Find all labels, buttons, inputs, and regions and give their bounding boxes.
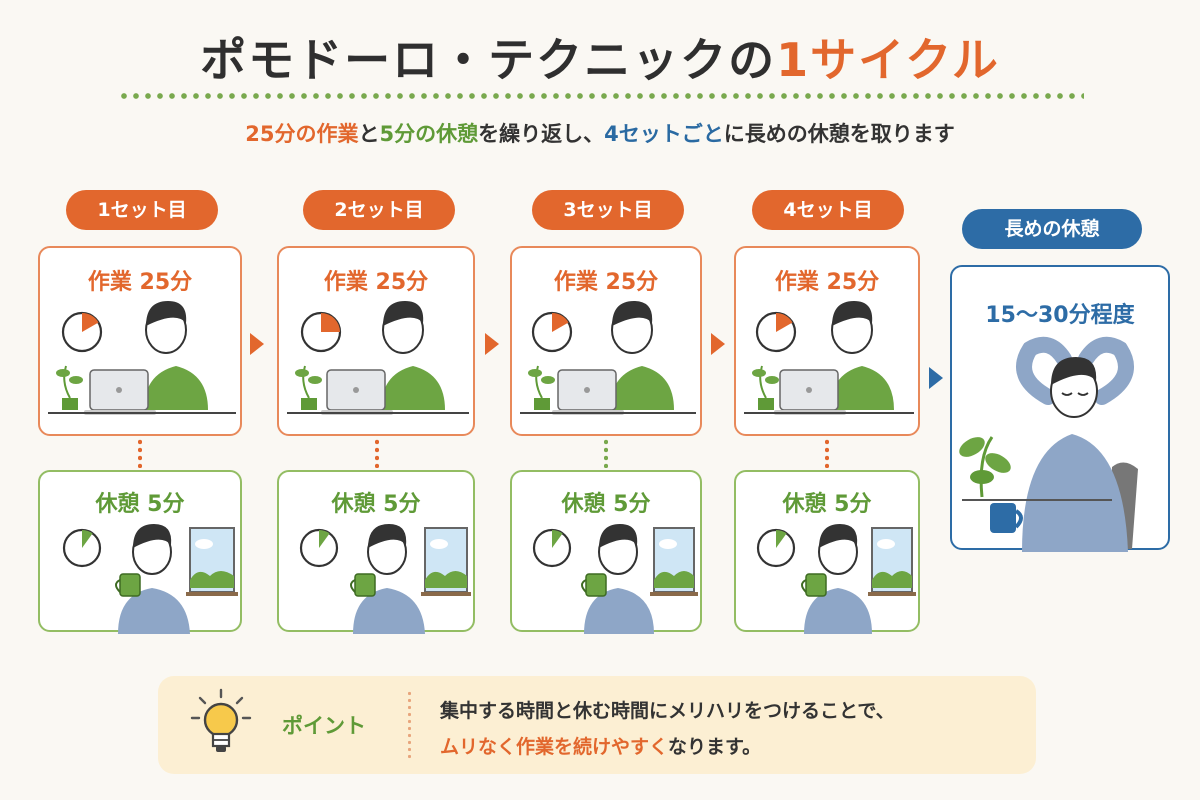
set-4-work-card: 作業 25分 — [734, 246, 920, 436]
person-working-icon — [144, 301, 208, 410]
page-title: ポモドーロ・テクニックの1サイクル — [0, 24, 1200, 90]
plant-icon — [295, 365, 322, 410]
long-break-card: 15〜30分程度 — [950, 265, 1170, 552]
person-resting-icon — [118, 524, 190, 634]
point-text-end: なります。 — [668, 736, 762, 758]
lightbulb-icon — [190, 688, 252, 752]
mug-icon — [990, 503, 1023, 533]
mug-icon — [350, 573, 376, 597]
rest-illustration — [62, 524, 238, 634]
subtitle-long-break: に長めの休憩を取ります — [723, 122, 955, 146]
window-icon — [868, 527, 916, 596]
point-label: ポイント — [282, 714, 366, 738]
rest-timer-icon — [62, 528, 102, 568]
set-1-label: 1セット目 — [66, 190, 218, 230]
subtitle-work-duration: 25分の作業 — [245, 122, 359, 146]
long-break-arrow — [929, 367, 943, 389]
set-1-connector — [138, 438, 142, 468]
work-timer-icon — [531, 311, 573, 353]
mug-icon — [801, 573, 827, 597]
set-3-arrow — [711, 333, 725, 355]
set-2-arrow — [485, 333, 499, 355]
work-timer-icon — [61, 311, 103, 353]
rest-card-title: 休憩 5分 — [331, 492, 421, 517]
rest-illustration — [299, 524, 471, 634]
work-card-title: 作業 25分 — [323, 270, 429, 295]
title-main: ポモドーロ・テクニックの — [200, 33, 777, 87]
work-illustration — [520, 301, 696, 415]
point-text-line1: 集中する時間と休む時間にメリハリをつけることで、 — [440, 700, 895, 722]
laptop-icon — [321, 369, 393, 415]
point-box: ポイント 集中する時間と休む時間にメリハリをつけることで、 ムリなく作業を続けや… — [158, 676, 1036, 774]
rest-card-title: 休憩 5分 — [782, 492, 872, 517]
plant-icon — [528, 365, 555, 410]
rest-card-title: 休憩 5分 — [561, 492, 651, 517]
work-timer-icon — [300, 311, 342, 353]
rest-timer-icon — [532, 528, 572, 568]
person-resting-icon — [804, 524, 872, 634]
work-timer-icon — [755, 311, 797, 353]
point-text-line2: ムリなく作業を続けやすくなります。 — [440, 732, 761, 759]
rest-card-title: 休憩 5分 — [95, 492, 185, 517]
subtitle-and: と — [358, 122, 380, 146]
mug-icon — [581, 573, 607, 597]
work-card-title: 作業 25分 — [774, 270, 880, 295]
work-card-title: 作業 25分 — [553, 270, 659, 295]
set-4-label: 4セット目 — [752, 190, 904, 230]
work-illustration — [287, 301, 469, 415]
long-break-illustration — [959, 336, 1138, 552]
title-accent: 1サイクル — [776, 33, 1000, 87]
set-3-work-card: 作業 25分 — [510, 246, 702, 436]
work-illustration — [48, 301, 236, 415]
laptop-icon — [774, 369, 846, 415]
set-3-label: 3セット目 — [532, 190, 684, 230]
rest-timer-icon — [299, 528, 339, 568]
set-2-rest-card: 休憩 5分 — [277, 470, 475, 634]
long-break-duration: 15〜30分程度 — [985, 303, 1135, 328]
subtitle-repeat: を繰り返し、 — [478, 122, 605, 146]
set-3-connector — [604, 438, 608, 468]
set-2-work-card: 作業 25分 — [277, 246, 475, 436]
subtitle: 25分の作業と5分の休憩を繰り返し、4セットごとに長めの休憩を取ります — [0, 118, 1200, 148]
person-relaxing-icon — [1016, 336, 1134, 552]
plant-icon — [752, 365, 779, 410]
point-text-accent: ムリなく作業を続けやすく — [440, 736, 669, 758]
dotted-divider — [118, 92, 1084, 100]
set-1-rest-card: 休憩 5分 — [38, 470, 242, 634]
mug-icon — [115, 573, 141, 597]
person-working-icon — [610, 301, 674, 410]
set-2-connector — [375, 438, 379, 468]
window-icon — [421, 527, 471, 596]
laptop-icon — [552, 369, 624, 415]
point-divider — [408, 690, 411, 760]
long-break-label: 長めの休憩 — [962, 209, 1142, 249]
rest-timer-icon — [756, 528, 796, 568]
laptop-icon — [84, 369, 156, 415]
work-card-title: 作業 25分 — [87, 270, 193, 295]
subtitle-every-four: 4セットごと — [604, 122, 724, 146]
rest-illustration — [532, 524, 698, 634]
subtitle-rest-duration: 5分の休憩 — [379, 122, 479, 146]
plant-icon — [56, 365, 83, 410]
plant-icon — [959, 436, 1011, 498]
work-illustration — [744, 301, 914, 415]
rest-illustration — [756, 524, 916, 634]
person-working-icon — [830, 301, 894, 410]
person-resting-icon — [584, 524, 654, 634]
person-resting-icon — [353, 524, 425, 634]
set-4-rest-card: 休憩 5分 — [734, 470, 920, 634]
set-1-work-card: 作業 25分 — [38, 246, 242, 436]
window-icon — [650, 527, 698, 596]
set-1-arrow — [250, 333, 264, 355]
set-3-rest-card: 休憩 5分 — [510, 470, 702, 634]
set-2-label: 2セット目 — [303, 190, 455, 230]
person-working-icon — [381, 301, 445, 410]
set-4-connector — [825, 438, 829, 468]
window-icon — [186, 527, 238, 596]
